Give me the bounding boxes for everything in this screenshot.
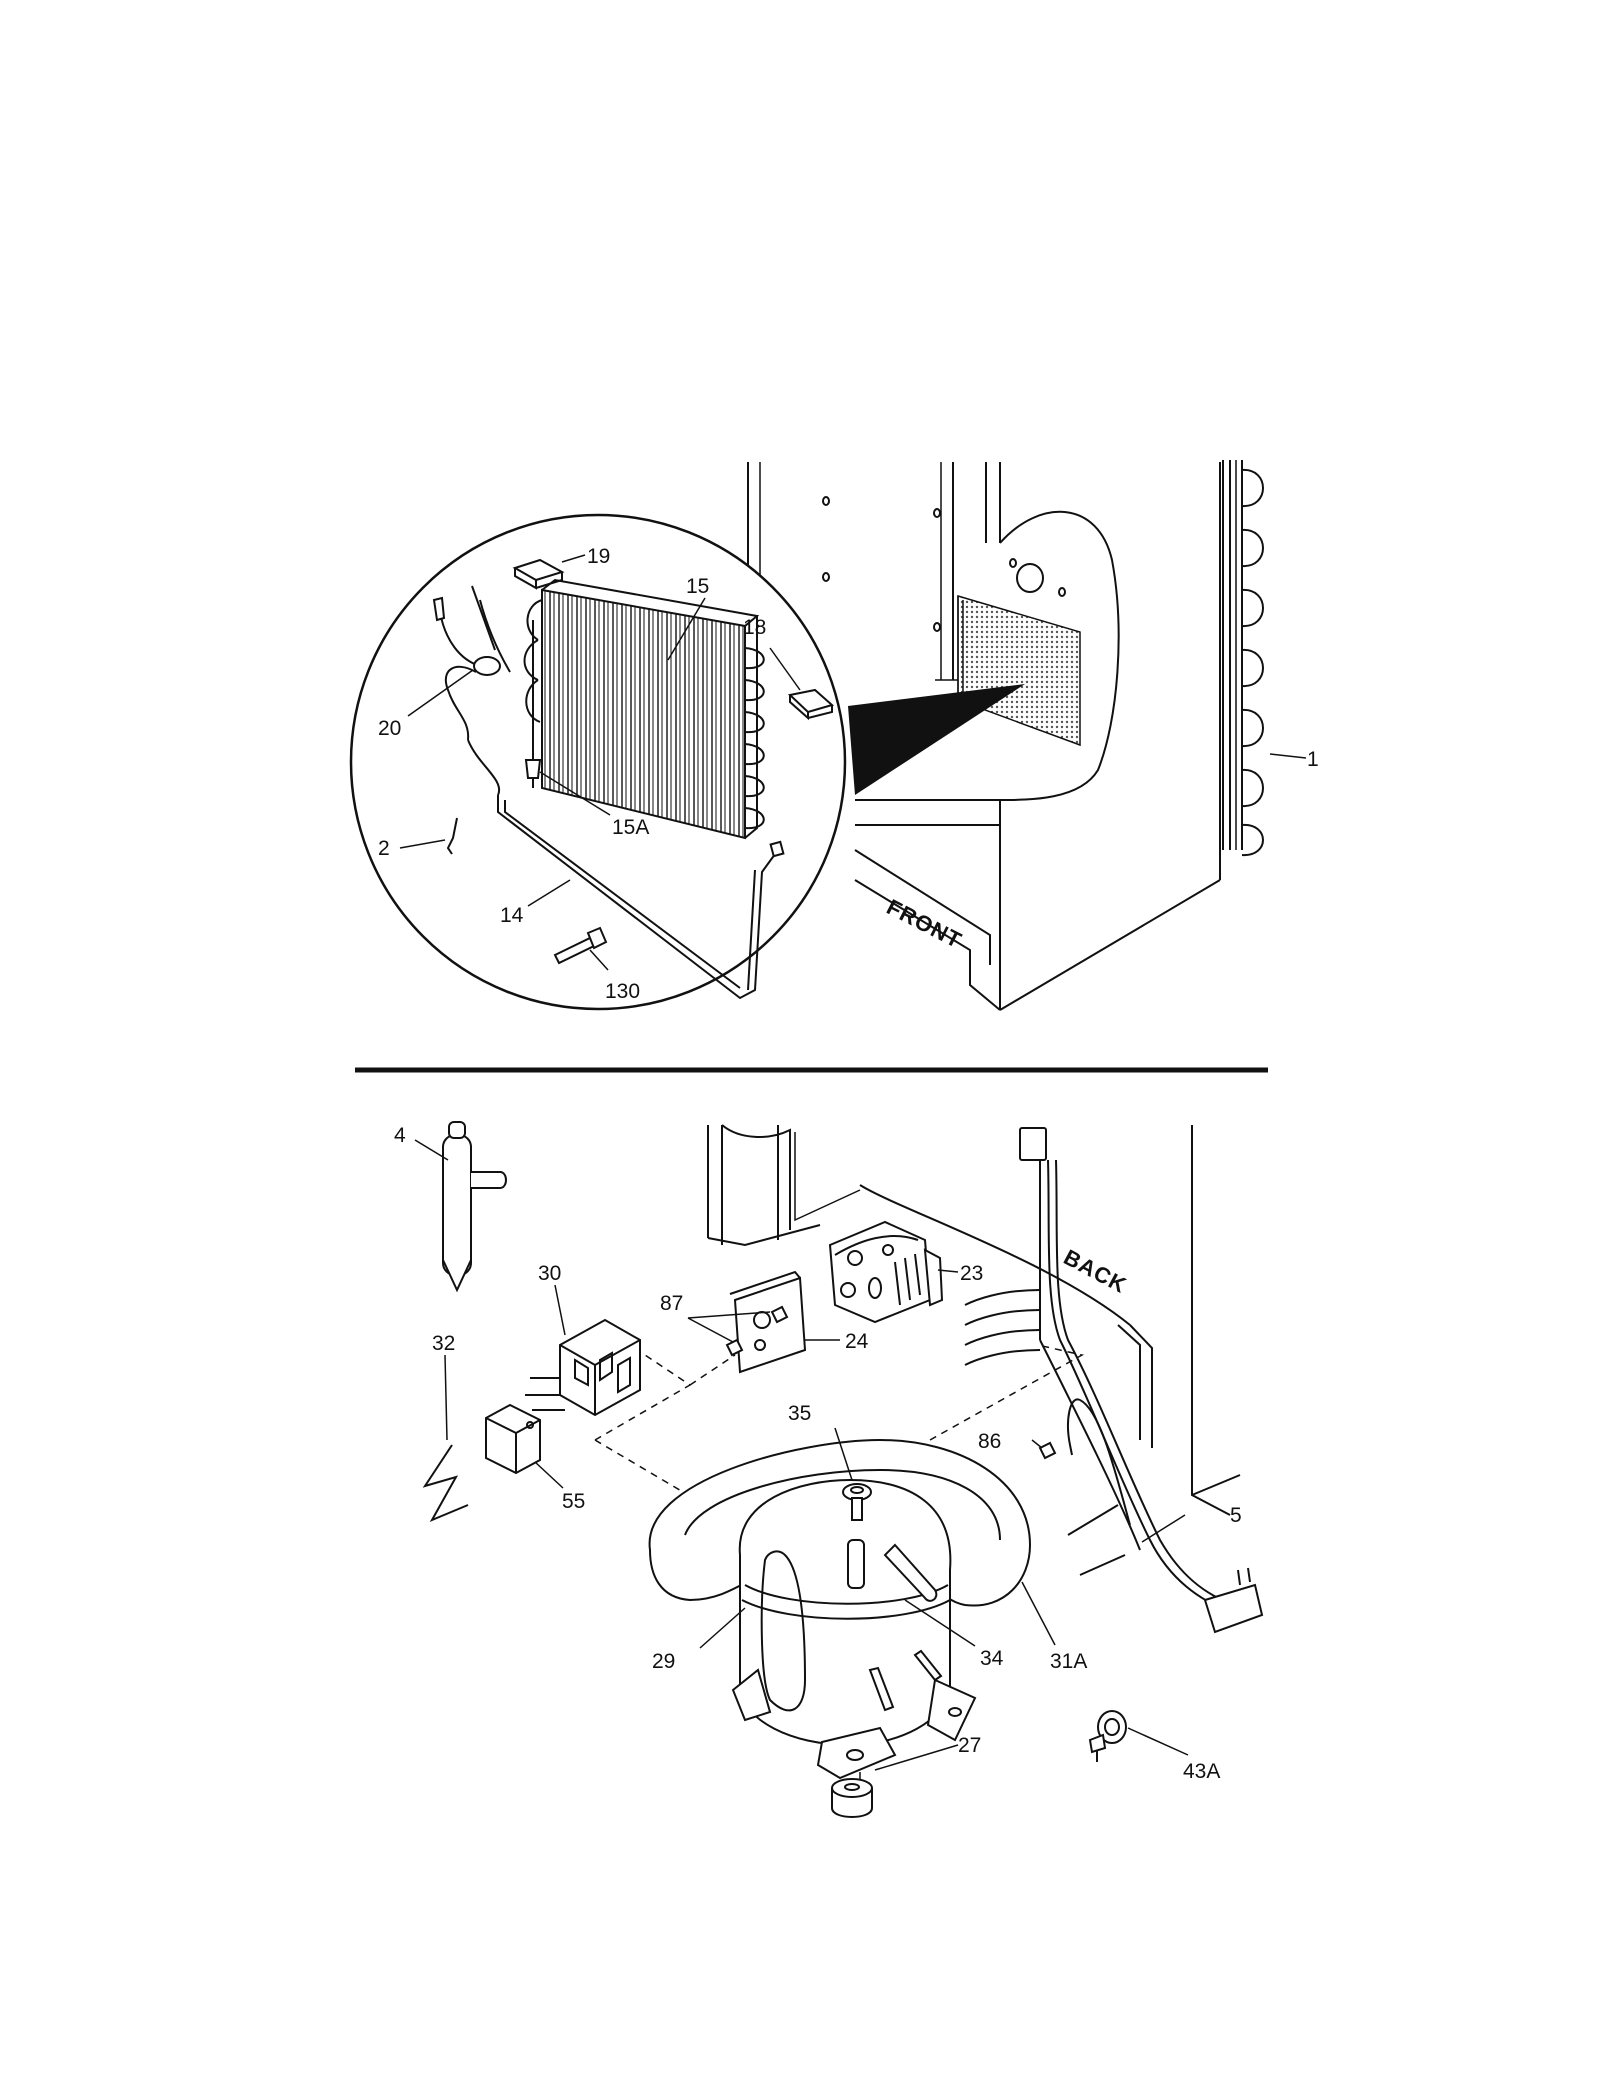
callout-1: 1 bbox=[1307, 748, 1319, 771]
condenser-coil bbox=[1222, 460, 1264, 857]
callout-2: 2 bbox=[378, 837, 390, 860]
callout-23: 23 bbox=[960, 1262, 983, 1285]
part-27-grommet bbox=[831, 1778, 873, 1818]
callout-34: 34 bbox=[980, 1647, 1004, 1670]
part-32-wire bbox=[422, 1444, 469, 1523]
callout-5: 5 bbox=[1230, 1504, 1242, 1527]
callout-19: 19 bbox=[587, 545, 610, 568]
callout-30: 30 bbox=[538, 1262, 561, 1285]
callout-43a: 43A bbox=[1183, 1760, 1220, 1783]
part-30-relay bbox=[525, 1318, 641, 1417]
back-label: BACK bbox=[1060, 1244, 1131, 1298]
top-callouts: 19 15 18 20 15A 2 14 130 1 bbox=[378, 545, 1319, 1003]
callout-15: 15 bbox=[686, 575, 709, 598]
part-86-screw bbox=[1038, 1441, 1057, 1460]
callout-15a: 15A bbox=[612, 816, 649, 839]
callout-31a: 31A bbox=[1050, 1650, 1087, 1673]
callout-4: 4 bbox=[394, 1124, 406, 1147]
drain-trough bbox=[467, 739, 785, 1000]
part-23-timer bbox=[828, 1220, 944, 1324]
callout-55: 55 bbox=[562, 1490, 585, 1513]
callout-14: 14 bbox=[500, 904, 524, 927]
callout-130: 130 bbox=[605, 980, 640, 1003]
part-43a-clamp bbox=[1088, 1710, 1127, 1762]
wiring-harness bbox=[964, 1127, 1264, 1634]
part-87-screws bbox=[725, 1305, 789, 1357]
part-2-clip bbox=[446, 817, 458, 855]
callout-87: 87 bbox=[660, 1292, 683, 1315]
part-130-screw bbox=[553, 926, 608, 965]
evaporator bbox=[523, 578, 765, 840]
callout-18: 18 bbox=[743, 616, 766, 639]
cabinet-bottom bbox=[707, 1124, 1241, 1516]
callout-35: 35 bbox=[788, 1402, 811, 1425]
cabinet-top bbox=[747, 462, 1221, 1011]
defrost-thermostat bbox=[432, 585, 511, 741]
callout-32: 32 bbox=[432, 1332, 455, 1355]
part-29-compressor bbox=[731, 1478, 977, 1780]
callout-24: 24 bbox=[845, 1330, 869, 1353]
front-label: FRONT bbox=[883, 894, 966, 953]
part-55-overload bbox=[485, 1403, 541, 1475]
part-24-bracket bbox=[729, 1270, 807, 1374]
callout-86: 86 bbox=[978, 1430, 1001, 1453]
callout-29: 29 bbox=[652, 1650, 675, 1673]
part-35-bolt bbox=[842, 1483, 872, 1521]
callout-27: 27 bbox=[958, 1734, 981, 1757]
part-4-drier bbox=[442, 1121, 507, 1293]
callout-20: 20 bbox=[378, 717, 401, 740]
bottom-callouts: 4 30 32 55 87 24 23 35 86 5 29 34 31A 27… bbox=[394, 1124, 1242, 1783]
